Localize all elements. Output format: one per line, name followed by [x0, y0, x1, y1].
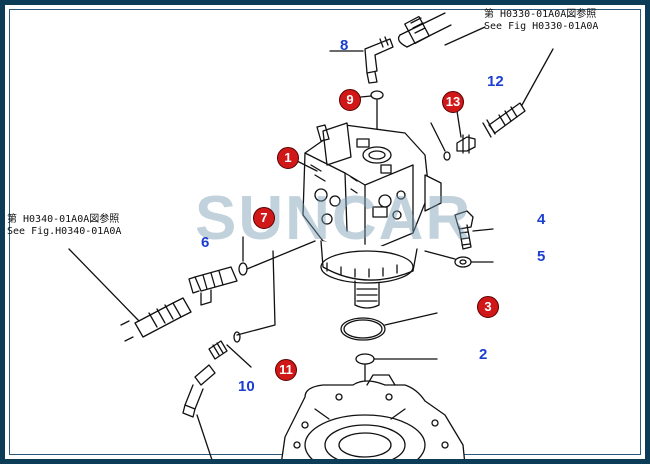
- reference-note-top-right: 第 H0330-01A0A図参照 See Fig H0330-01A0A: [484, 9, 598, 33]
- o-ring-3: [340, 317, 386, 341]
- callout-badge-3: 3: [477, 296, 499, 318]
- top-hose: [397, 12, 452, 48]
- o-ring-9: [370, 90, 384, 100]
- callout-5: 5: [537, 248, 546, 265]
- callout-6: 6: [201, 234, 210, 251]
- leader-9: [360, 95, 372, 98]
- watermark: SUNCAR: [195, 184, 473, 253]
- reference-note-line: See Fig.H0340-01A0A: [7, 226, 122, 237]
- callout-badge-13: 13: [442, 91, 464, 113]
- o-ring-2: [355, 353, 375, 365]
- callout-badge-7: 7: [253, 207, 275, 229]
- reference-note-left: 第 H0340-01A0A図参照 See Fig.H0340-01A0A: [7, 214, 121, 238]
- fitting-10: [208, 250, 276, 368]
- fitting-6: [188, 266, 238, 306]
- callout-4: 4: [537, 211, 546, 228]
- o-ring-small: [443, 151, 451, 161]
- reduction-housing: [281, 374, 466, 459]
- reference-note-line: 第 H0340-01A0A図参照: [7, 214, 120, 225]
- callout-2: 2: [479, 346, 488, 363]
- left-hose: [68, 248, 192, 342]
- hose-12: [482, 48, 554, 138]
- bolt-4: [454, 210, 494, 250]
- callout-badge-1: 1: [277, 147, 299, 169]
- callout-badge-9: 9: [339, 89, 361, 111]
- swing-motor-body: [302, 122, 442, 309]
- reference-note-line: See Fig H0330-01A0A: [484, 21, 599, 32]
- callout-8: 8: [340, 37, 349, 54]
- exploded-parts-drawing: [68, 12, 554, 459]
- callout-12: 12: [487, 73, 504, 90]
- reference-note-line: 第 H0330-01A0A図参照: [484, 9, 597, 20]
- washer-5: [454, 256, 472, 268]
- lower-left-hose: [182, 364, 216, 459]
- callout-10: 10: [238, 378, 255, 395]
- o-ring-7: [238, 262, 248, 276]
- fitting-13: [456, 134, 476, 154]
- elbow-fitting-8: [329, 36, 394, 84]
- callout-badge-11: 11: [275, 359, 297, 381]
